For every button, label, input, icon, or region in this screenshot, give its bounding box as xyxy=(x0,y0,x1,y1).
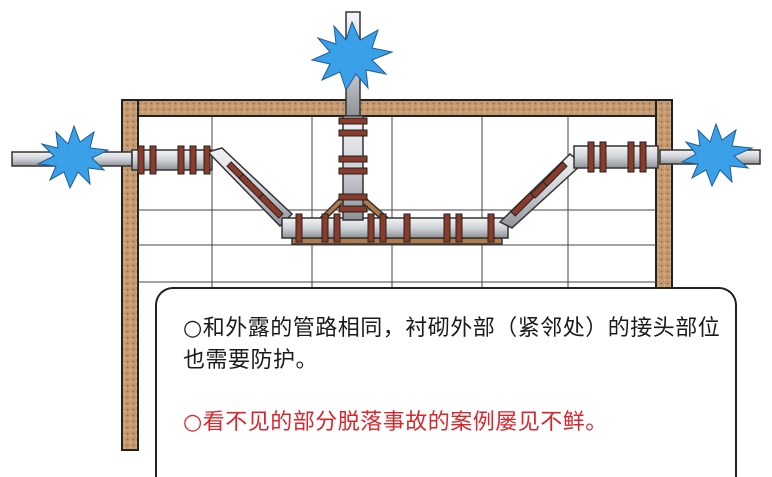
internal-pipes xyxy=(131,115,659,239)
callout-text-joint-protection: ○和外露的管路相同，衬砌外部（紧邻处）的接头部位也需要防护。 xyxy=(183,316,721,373)
flange-couplings xyxy=(137,117,647,243)
leak-splash-icon xyxy=(36,20,754,190)
tunnel-lining xyxy=(121,99,673,451)
background-grid xyxy=(138,116,656,290)
callout-text-hidden-failures: ○看不见的部分脱落事故的案例屡见不鲜。 xyxy=(183,410,608,435)
callout-box: ○和外露的管路相同，衬砌外部（紧邻处）的接头部位也需要防护。 ○看不见的部分脱落… xyxy=(155,287,737,477)
